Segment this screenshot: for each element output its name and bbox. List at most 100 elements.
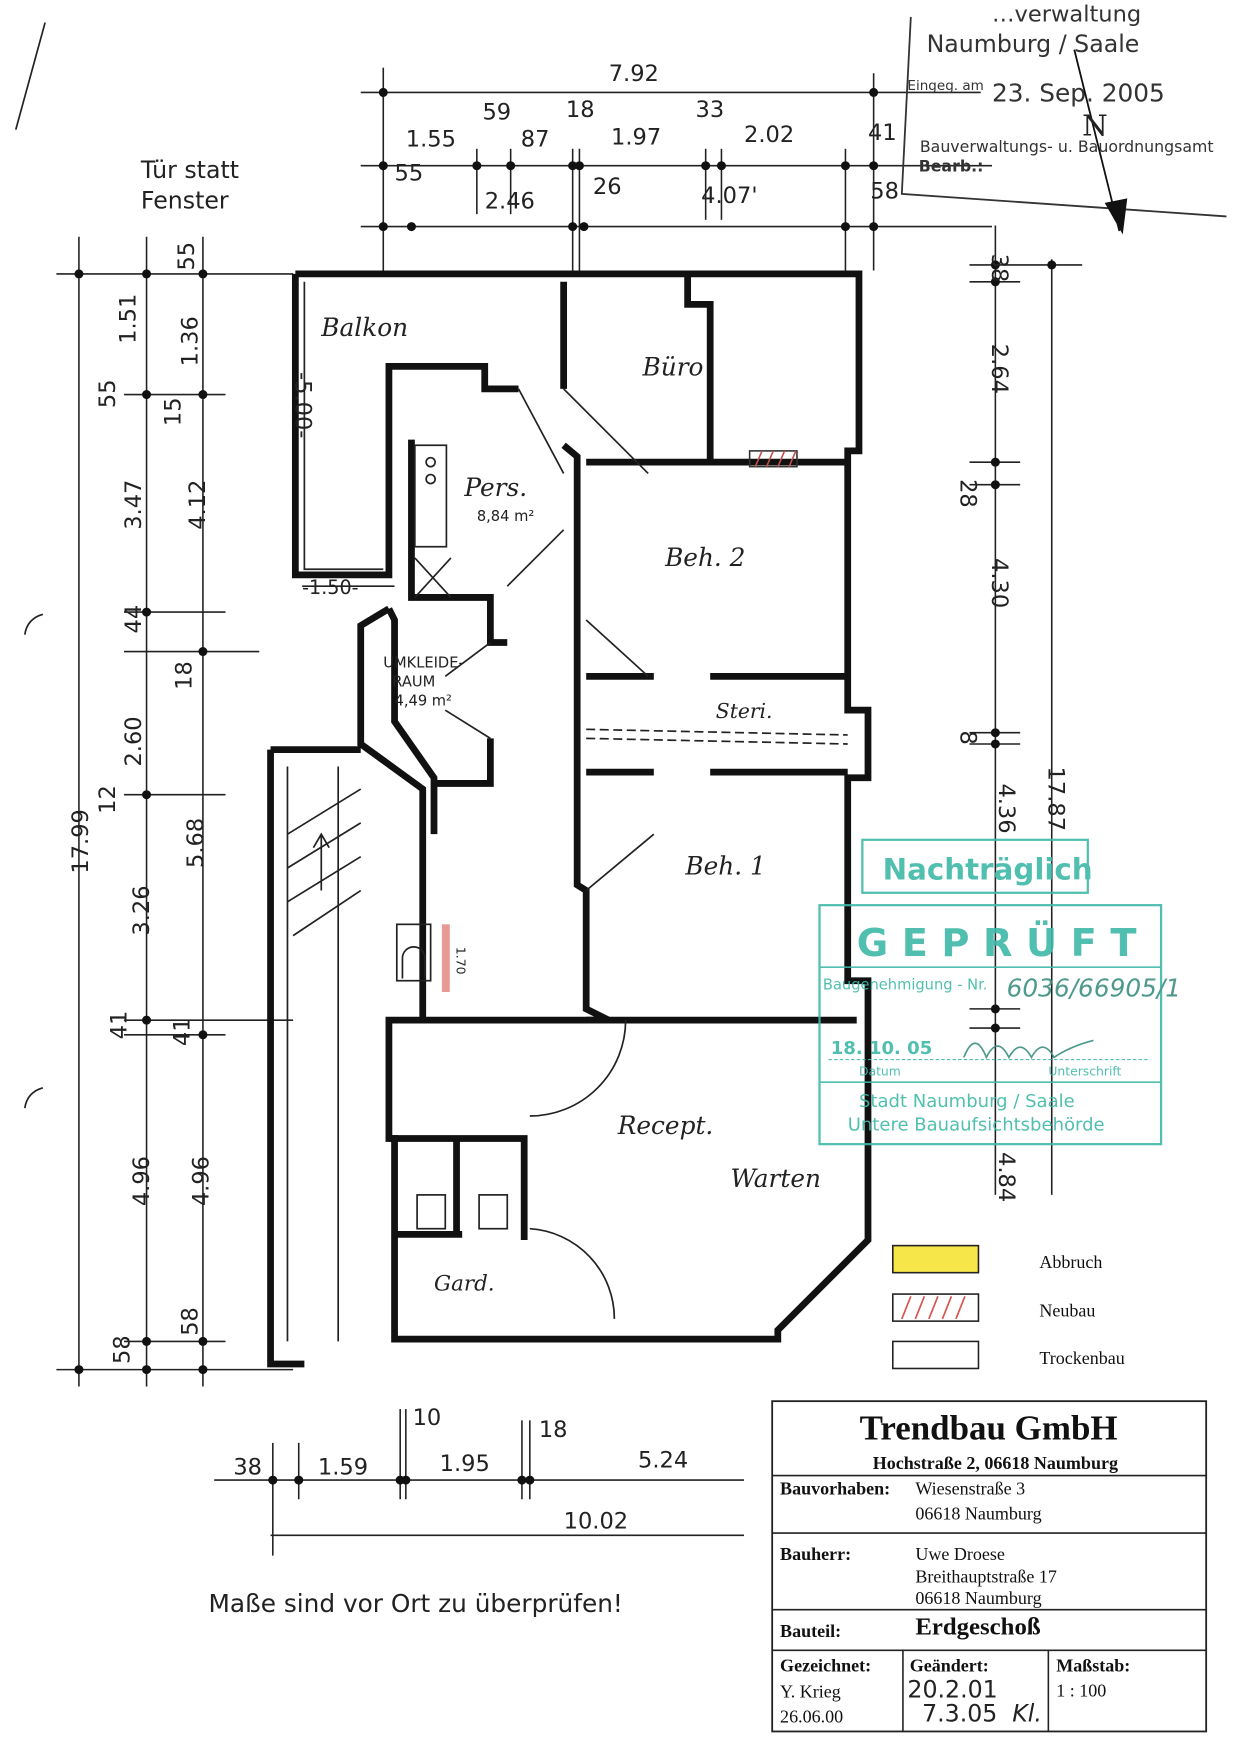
stamp-nachtraeglich: Nachträglich <box>883 852 1093 886</box>
new-wall-marker <box>441 924 450 992</box>
dim-label: 4.30 <box>986 558 1012 608</box>
client-line: Breithauptstraße 17 <box>915 1567 1057 1587</box>
dim-label: 41 <box>169 1017 195 1046</box>
project-line: 06618 Naumburg <box>915 1504 1041 1524</box>
dim-label: 18 <box>172 661 198 690</box>
dim-label: 10 <box>413 1405 442 1431</box>
stamp-received-label: Eingeg. am <box>907 78 983 94</box>
legend-label: Neubau <box>1039 1301 1095 1321</box>
room-label-umkleide-1: UMKLEIDE- <box>383 654 463 671</box>
dim-total-height: 17.99 <box>68 809 94 874</box>
part-label: Bauteil: <box>780 1621 841 1641</box>
dim-label: 5.24 <box>638 1448 688 1474</box>
dim-label: 26 <box>593 174 622 200</box>
dim-label: 1.55 <box>406 127 456 153</box>
stamp-permit-label: Baugenehmigung - Nr. <box>823 977 988 994</box>
bottom-dimension-chain <box>214 1409 744 1556</box>
dim-label: 55 <box>95 379 121 408</box>
room-label-umkleide-2: RAUM <box>392 673 435 690</box>
dim-label: 4.96 <box>189 1156 215 1206</box>
dim-label: 4.12 <box>185 480 211 530</box>
dim-balkon-width: -1.50- <box>302 576 358 599</box>
legend-swatch-abbruch <box>892 1244 980 1274</box>
left-dimension-chain <box>56 236 294 1387</box>
stamp-date: 18. 10. 05 <box>831 1038 932 1059</box>
dim-label: 8 <box>954 730 980 744</box>
dim-total-width-bottom: 10.02 <box>564 1509 629 1535</box>
legend: Abbruch Neubau Trockenbau <box>892 1244 1125 1370</box>
stamp-line2: Naumburg / Saale <box>927 30 1140 58</box>
dim-label: 4.96 <box>129 1156 155 1206</box>
drawn-label: Gezeichnet: <box>780 1656 871 1676</box>
new-wall-hatch-lines <box>754 450 797 467</box>
room-area-pers: 8,84 m² <box>477 508 534 525</box>
dim-label: 12 <box>95 785 121 814</box>
room-label-warten: Warten <box>730 1164 821 1193</box>
room-label-steri: Steri. <box>716 699 773 723</box>
walls <box>267 270 872 1368</box>
dim-label: 1.97 <box>611 124 661 150</box>
room-label-pers: Pers. <box>463 473 527 502</box>
room-label-beh2: Beh. 2 <box>664 543 745 572</box>
dim-label: 2.60 <box>121 716 147 766</box>
north-arrow: N <box>1073 49 1128 235</box>
stamp-signature-label: Unterschrift <box>1048 1063 1121 1078</box>
dim-label: 1.51 <box>115 294 141 344</box>
dim-label: 2.64 <box>986 344 1012 394</box>
stamp-date-label: Datum <box>859 1063 901 1078</box>
punch-hole-mark <box>23 1086 44 1109</box>
stamp-permit-number: 6036/66905/1 <box>1007 973 1181 1002</box>
stamp-line1: …verwaltung <box>992 1 1141 27</box>
project-label: Bauvorhaben: <box>780 1479 890 1499</box>
dim-label: 41 <box>106 1011 132 1040</box>
room-label-buero: Büro <box>642 352 704 381</box>
dim-label: 58 <box>110 1335 136 1364</box>
legend-swatch-trockenbau <box>892 1340 980 1370</box>
legend-label: Abbruch <box>1039 1252 1102 1272</box>
north-label: N <box>1082 108 1108 142</box>
stamp-processor: Bearb.: <box>919 156 984 175</box>
dim-label: 3.47 <box>121 480 147 530</box>
dim-label: 38 <box>233 1454 262 1480</box>
margin-stroke <box>14 22 46 130</box>
punch-hole-mark <box>23 613 44 635</box>
project-line: Wiesenstraße 3 <box>915 1479 1025 1499</box>
dim-label: 87 <box>521 127 550 153</box>
dim-label: 38 <box>986 254 1012 283</box>
dim-label: 44 <box>121 605 147 634</box>
client-line: 06618 Naumburg <box>915 1588 1041 1608</box>
dim-total-height-right: 17.87 <box>1042 767 1068 832</box>
title-block: Trendbau GmbH Hochstraße 2, 06618 Naumbu… <box>771 1400 1208 1733</box>
dim-label: 55 <box>395 160 424 186</box>
top-dimension-chain <box>360 67 992 271</box>
drawn-date: 26.06.00 <box>780 1706 843 1726</box>
stamp-authority-2: Untere Bauaufsichtsbehörde <box>848 1115 1105 1136</box>
stamp-office: Bauverwaltungs- u. Bauordnungsamt <box>920 137 1214 156</box>
client-label: Bauherr: <box>780 1544 851 1564</box>
dim-label: 18 <box>566 97 595 123</box>
dim-label: 2.46 <box>485 189 535 215</box>
changed-initials: Kl. <box>1012 1699 1042 1727</box>
signature <box>963 1039 1094 1060</box>
part-value: Erdgeschoß <box>915 1614 1041 1641</box>
company-name: Trendbau GmbH <box>860 1408 1118 1447</box>
dim-label: 4.07' <box>701 183 757 209</box>
dim-label: 5.68 <box>183 818 209 868</box>
right-dimension-chain <box>969 225 1083 1195</box>
dim-wc: 1.70 <box>454 947 469 975</box>
received-stamp: …verwaltung Naumburg / Saale Eingeg. am … <box>900 1 1227 218</box>
dim-label: 58 <box>870 178 899 204</box>
dim-label: 3.26 <box>129 885 155 935</box>
scale-value: 1 : 100 <box>1056 1681 1106 1701</box>
dim-label: 15 <box>160 397 186 426</box>
dim-label: 4.36 <box>993 783 1019 833</box>
dim-label: 58 <box>177 1307 203 1336</box>
note-check-dimensions: Maße sind vor Ort zu überprüfen! <box>209 1589 623 1618</box>
scale-label: Maßstab: <box>1056 1656 1130 1676</box>
room-label-recept: Recept. <box>617 1111 714 1140</box>
note-door-1: Tür statt <box>140 156 239 184</box>
dim-label: 1.95 <box>440 1451 490 1477</box>
approval-stamp: Nachträglich GEPRÜFT Baugenehmigung - Nr… <box>818 838 1181 1146</box>
dim-label: 2.02 <box>744 122 794 148</box>
